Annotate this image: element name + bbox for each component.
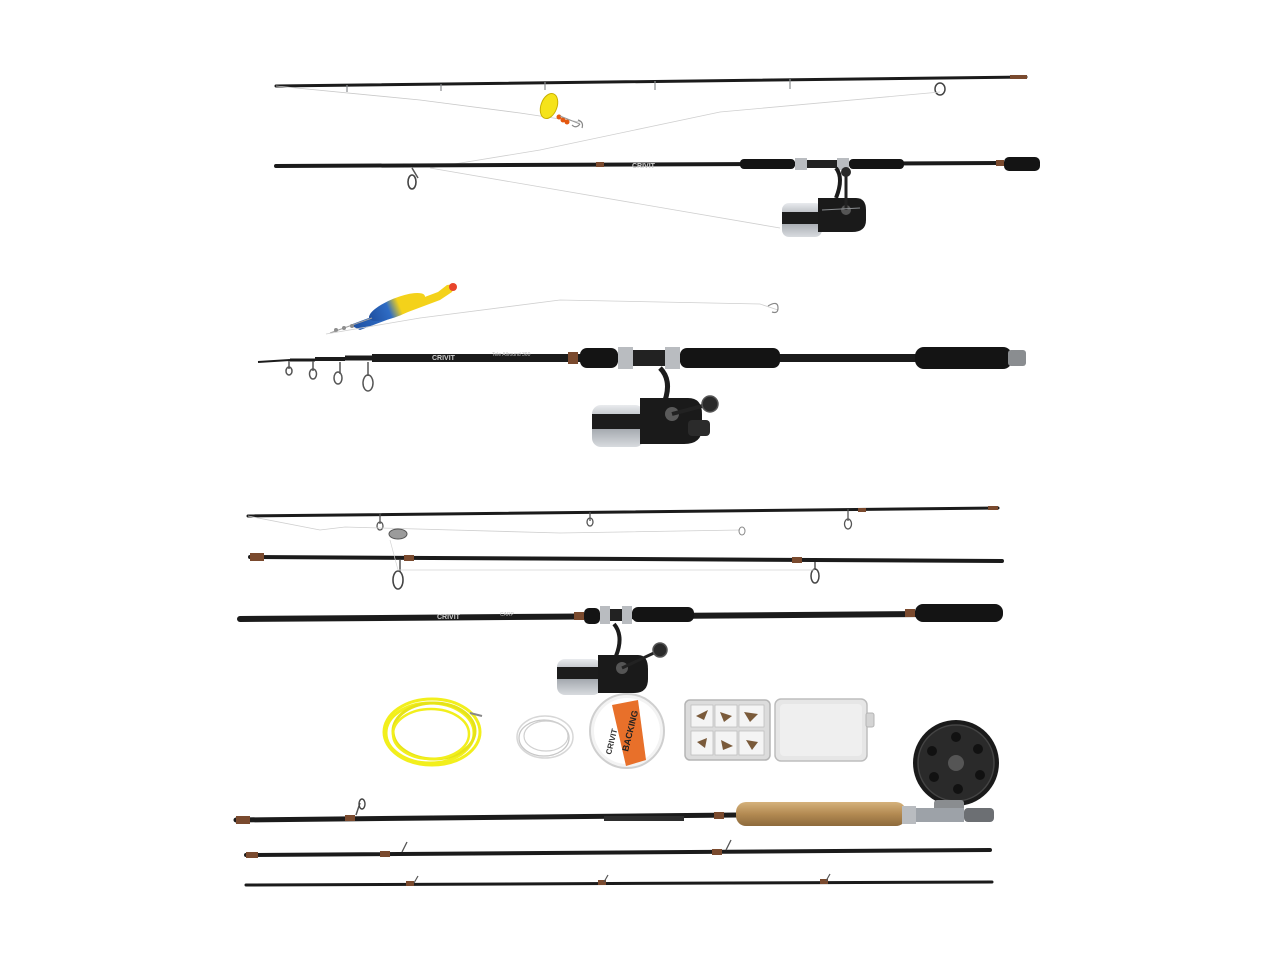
rod-butt-section: CRIVIT <box>274 157 1040 190</box>
fly-reel-icon <box>913 720 999 812</box>
fly-combo: CRIVIT BACKING <box>233 693 999 887</box>
spinning-reel-icon <box>782 166 866 237</box>
fly-line-coil-icon <box>382 697 483 767</box>
lead-weight-icon <box>247 515 746 540</box>
rod-brand: CRIVIT <box>432 355 456 362</box>
rod-middle-section <box>248 539 1004 590</box>
rod-model: CARP <box>500 612 515 618</box>
fly-rod-butt-section <box>233 798 994 826</box>
spinning-reel-icon <box>592 366 719 447</box>
rod-model: Tele Allround 360 <box>492 352 531 358</box>
fly-box-icon <box>684 698 875 762</box>
fly-rod-middle-section <box>244 839 992 858</box>
float-rig-icon <box>325 283 779 335</box>
fly-rod-tip-section <box>244 873 994 887</box>
carp-combo: CRIVIT CARP <box>237 506 1004 695</box>
spinning-combo: CRIVIT <box>274 75 1040 237</box>
telescopic-combo: CRIVIT Tele Allround 360 <box>257 283 1026 447</box>
rod-brand: CRIVIT <box>632 163 656 170</box>
rod-brand: CRIVIT <box>437 614 461 621</box>
rod-tip-section <box>274 75 1028 96</box>
rod-tip-section <box>246 506 1000 531</box>
rod-butt-section: CRIVIT CARP <box>237 604 1003 624</box>
spinning-reel-icon <box>557 622 668 695</box>
leader-coil-icon <box>516 715 574 759</box>
backing-spool-icon: CRIVIT BACKING <box>589 693 665 769</box>
telescopic-rod: CRIVIT Tele Allround 360 <box>257 347 1026 392</box>
spinner-lure-icon <box>539 92 584 129</box>
